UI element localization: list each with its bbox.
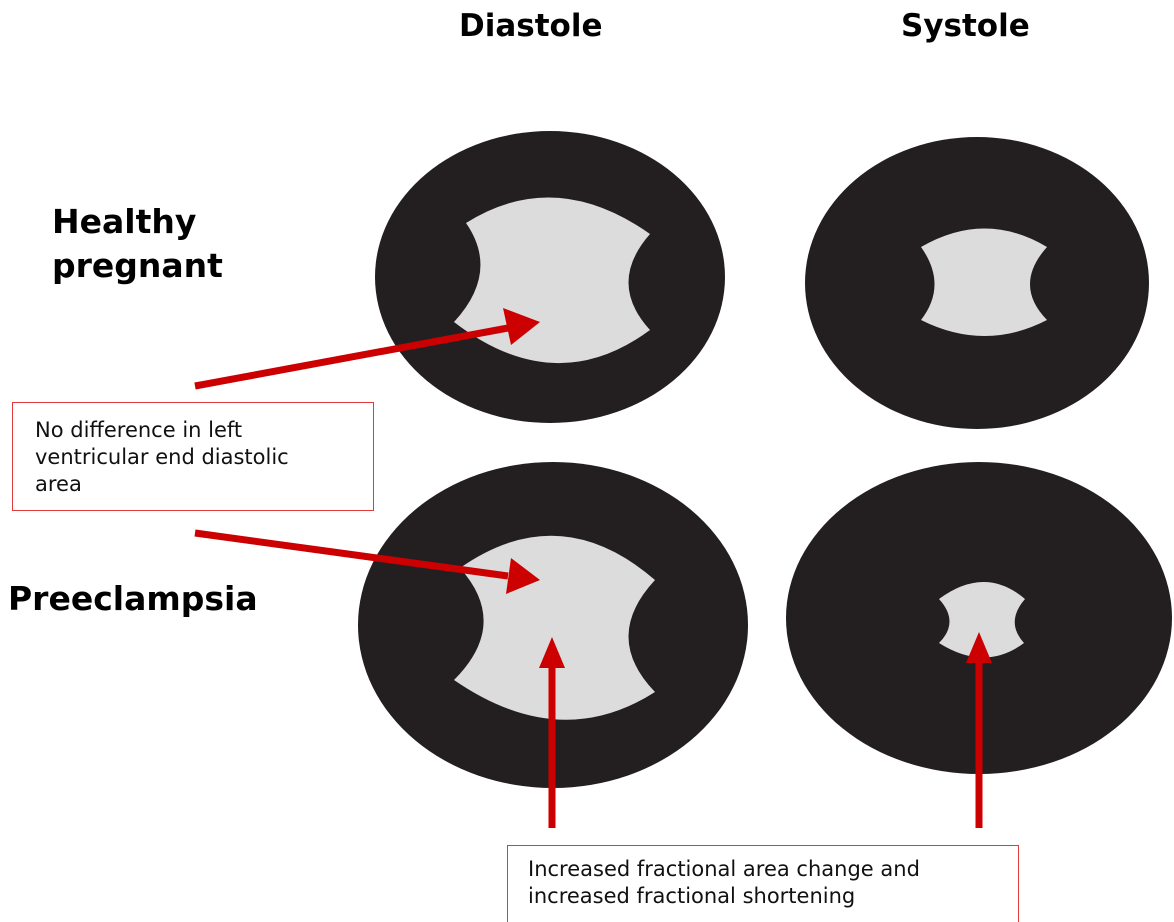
note-end-diastolic-area: No difference in left ventricular end di…	[12, 402, 374, 511]
row-heading-healthy-line1: Healthy	[52, 200, 223, 244]
note-fractional-change: Increased fractional area change and inc…	[507, 845, 1019, 922]
row-heading-healthy-pregnant: Healthy pregnant	[52, 200, 223, 288]
note-left-line2: ventricular end diastolic	[35, 444, 373, 471]
ventricle-healthy-diastole	[375, 131, 725, 423]
cavity-healthy-diastole	[454, 198, 650, 364]
column-heading-systole: Systole	[901, 8, 1030, 44]
row-heading-preeclampsia: Preeclampsia	[8, 577, 258, 621]
note-left-line1: No difference in left	[35, 417, 373, 444]
note-bottom-line2: increased fractional shortening	[528, 883, 1018, 910]
note-bottom-line1: Increased fractional area change and	[528, 856, 1018, 883]
row-heading-healthy-line2: pregnant	[52, 244, 223, 288]
ventricle-healthy-systole	[805, 137, 1149, 429]
column-heading-diastole: Diastole	[459, 8, 603, 44]
cavity-healthy-systole	[921, 229, 1047, 337]
note-left-line3: area	[35, 471, 373, 498]
